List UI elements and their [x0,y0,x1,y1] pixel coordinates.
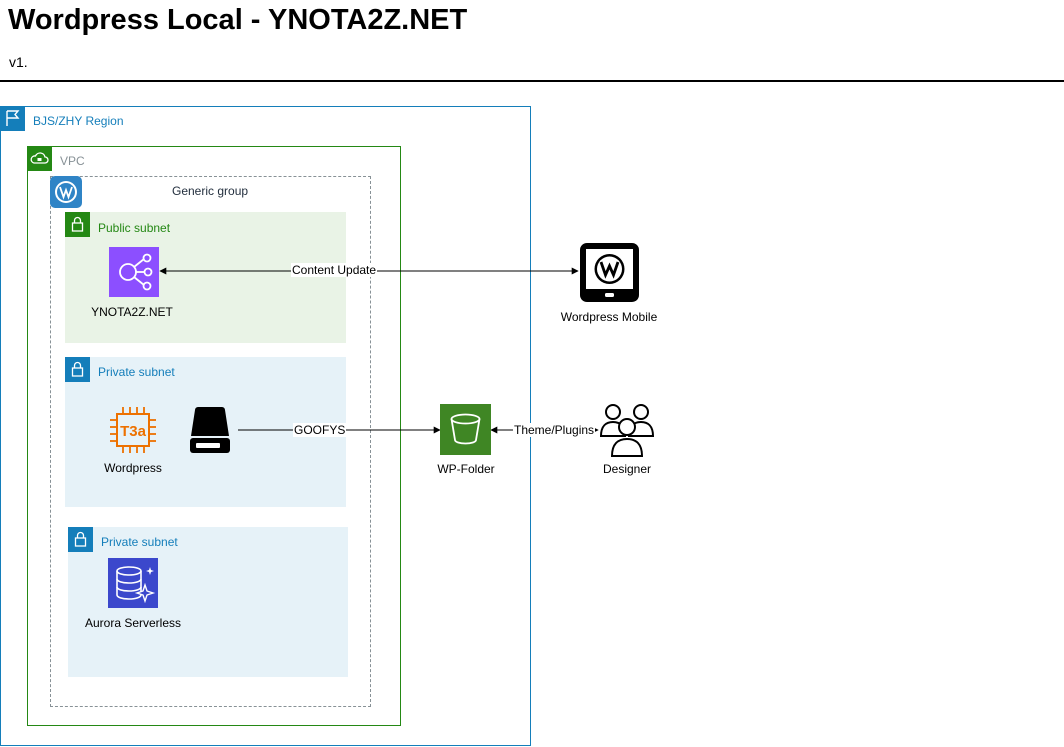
public-subnet-label: Public subnet [98,221,171,235]
s3-bucket-icon[interactable] [440,404,491,455]
region-label: BJS/ZHY Region [33,114,124,128]
flag-icon [0,106,25,131]
generic-group-label: Generic group [172,184,249,198]
page-title: Wordpress Local - YNOTA2Z.NET [8,4,468,36]
version-label: v1. [9,54,28,70]
tablet-wordpress-icon[interactable] [579,242,640,303]
edge-label-content-update: Content Update [291,263,378,277]
designer-label: Designer [602,462,652,476]
private-subnet-label: Private subnet [98,365,175,379]
elb-icon[interactable] [109,247,159,297]
cloud-lock-icon [27,146,52,171]
lock-icon [65,357,90,382]
vpc-label: VPC [60,154,85,168]
users-icon[interactable] [599,401,655,457]
wordpress-icon [50,176,82,208]
disk-drive-icon[interactable] [188,405,232,455]
load-balancer-label: YNOTA2Z.NET [91,305,173,319]
lock-icon [65,212,90,237]
ec2-label: Wordpress [104,461,162,475]
edge-label-theme-plugins: Theme/Plugins [513,423,596,437]
generic-group[interactable] [50,176,371,707]
ec2-icon[interactable]: T3a [108,405,158,455]
ec2-icon-text: T3a [120,423,147,440]
vpc-group[interactable] [27,146,401,726]
s3-label: WP-Folder [437,462,495,476]
divider [0,80,1064,82]
private-subnet-label: Private subnet [101,535,178,549]
aurora-label: Aurora Serverless [84,616,182,630]
lock-icon [68,527,93,552]
mobile-label: Wordpress Mobile [560,310,658,324]
database-icon[interactable] [108,558,158,608]
edge-label-goofys: GOOFYS [293,423,347,437]
